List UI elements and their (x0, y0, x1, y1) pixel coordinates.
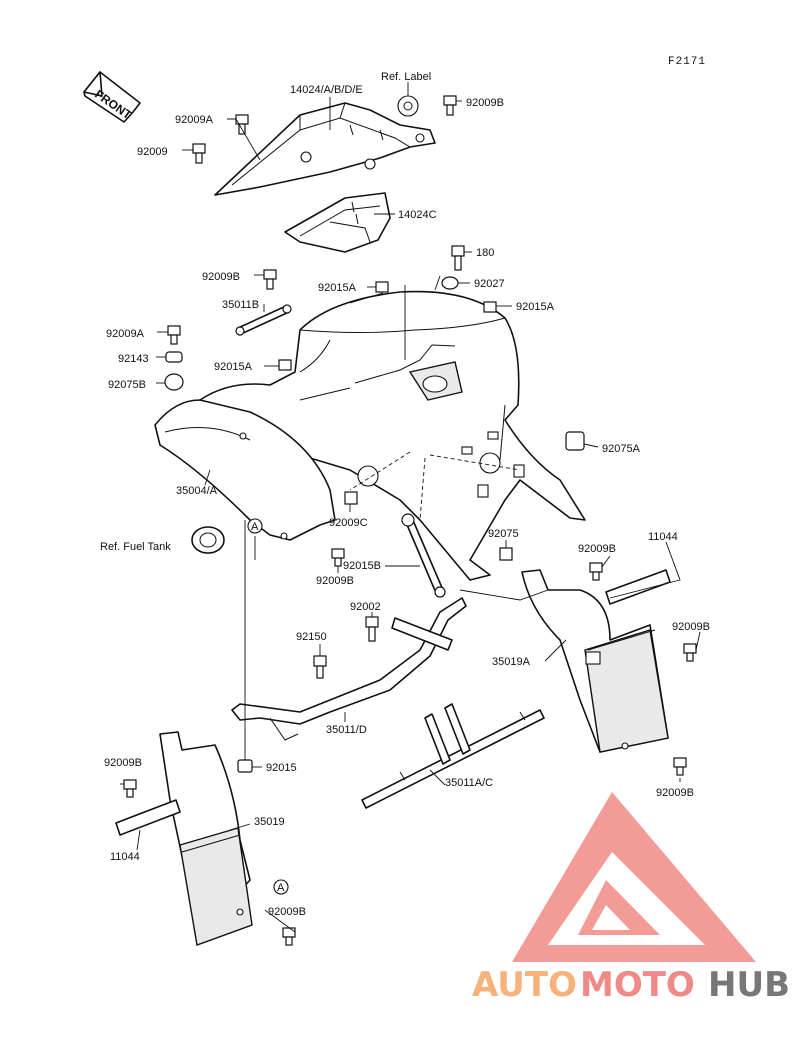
fasteners (123, 95, 697, 946)
label-35011b: 35011B (222, 299, 259, 311)
clip-92015a-right (483, 301, 497, 313)
label-92143: 92143 (118, 353, 149, 365)
frame-35011ac (361, 703, 545, 809)
label-92009b-l2: 92009B (104, 757, 142, 769)
svg-text:A: A (251, 521, 259, 533)
label-92009a-top: 92009A (175, 114, 214, 126)
frame-35011d (231, 597, 467, 741)
label-92009b-r2: 92009B (672, 621, 710, 633)
label-92015a-top: 92015A (318, 282, 357, 294)
grommet-92075 (499, 547, 513, 561)
clip-92015a-top (375, 281, 389, 293)
plate-11044-left (115, 799, 181, 836)
label-92075a: 92075A (602, 443, 641, 455)
grommet-92075b (164, 373, 184, 391)
svg-text:A: A (277, 882, 285, 894)
label-92015a-right: 92015A (516, 301, 555, 313)
label-35011d: 35011/D (326, 724, 367, 736)
label-14024abde: 14024/A/B/D/E (290, 84, 363, 96)
bolt-92009b-mid (263, 269, 277, 290)
label-92009c: 92009C (329, 517, 368, 529)
label-92009b-l3: 92009B (268, 906, 306, 918)
watermark-logo (512, 792, 756, 962)
label-92150: 92150 (296, 631, 327, 643)
ref-fuel-tank-text: Ref. Fuel Tank (100, 541, 171, 553)
part-labels: Ref. Label 14024/A/B/D/E 92009B 92009A 9… (100, 71, 710, 918)
collar-92027 (441, 276, 459, 290)
bolt-92009b-r1 (589, 562, 603, 581)
bolt-92009b-l2 (123, 779, 137, 798)
bolt-92150 (313, 655, 327, 679)
rod-92015b (401, 513, 446, 598)
label-92027: 92027 (474, 278, 505, 290)
label-92009b-top: 92009B (466, 97, 504, 109)
leader-lines (120, 82, 701, 933)
bolt-92009b-r2 (683, 643, 697, 662)
label-92009b-l1: 92009B (316, 575, 354, 587)
mudflap-35019 (159, 731, 253, 946)
grommet-92075a (565, 431, 585, 451)
bolt-92002 (365, 616, 379, 642)
label-35019a: 35019A (492, 656, 531, 668)
rod-35011b (235, 304, 292, 336)
label-92075: 92075 (488, 528, 519, 540)
label-92009a-mid: 92009A (106, 328, 145, 340)
watermark-hub: HUB (708, 965, 790, 1005)
reference-lines (244, 275, 549, 760)
label-92009b-r1: 92009B (578, 543, 616, 555)
watermark-text: AUTO MOTO HUB (472, 965, 790, 1005)
label-92009b-mid: 92009B (202, 271, 240, 283)
label-92075b: 92075B (108, 379, 146, 391)
bolt-92009a-top (235, 114, 249, 135)
ref-label-decal (397, 95, 419, 117)
label-14024c: 14024C (398, 209, 437, 221)
bolt-92009 (192, 143, 206, 164)
watermark-auto: AUTO (472, 965, 577, 1005)
bolt-92009b-r3 (673, 757, 687, 776)
label-35019: 35019 (254, 816, 285, 828)
label-180: 180 (476, 247, 494, 259)
bolt-180 (451, 245, 465, 271)
label-92015a-left: 92015A (214, 361, 253, 373)
clip-92015a-left (278, 359, 292, 371)
label-92002: 92002 (350, 601, 381, 613)
bolt-92009b-top (443, 95, 457, 116)
fuel-tank-ref-ring (191, 526, 225, 554)
label-35004a: 35004/A (176, 485, 218, 497)
top-cover-14024 (214, 102, 436, 196)
label-35011ac: 35011A/C (445, 777, 493, 789)
rear-fender-35004 (154, 399, 336, 541)
bracket-14024c (284, 192, 391, 253)
label-92009: 92009 (137, 146, 168, 158)
label-11044-left: 11044 (110, 851, 140, 863)
callout-a-upper: A (247, 518, 263, 534)
plate-11044-right (605, 569, 671, 605)
bolt-92009c (344, 491, 358, 505)
label-92009b-r3: 92009B (656, 787, 694, 799)
figure-code: F2171 (668, 56, 706, 68)
front-arrow: FRONT (83, 71, 141, 123)
mudflap-35019a (521, 569, 669, 753)
label-92015: 92015 (266, 762, 297, 774)
bolt-92009a-mid (167, 325, 181, 345)
callout-a-lower: A (273, 879, 289, 895)
collar-92143 (165, 351, 183, 363)
ref-label-text: Ref. Label (381, 71, 431, 83)
label-92015b: 92015B (343, 560, 381, 572)
rear-fender-body (199, 290, 586, 581)
nut-92015 (237, 759, 253, 773)
label-11044-right: 11044 (648, 531, 678, 543)
watermark-moto: MOTO (580, 965, 695, 1005)
